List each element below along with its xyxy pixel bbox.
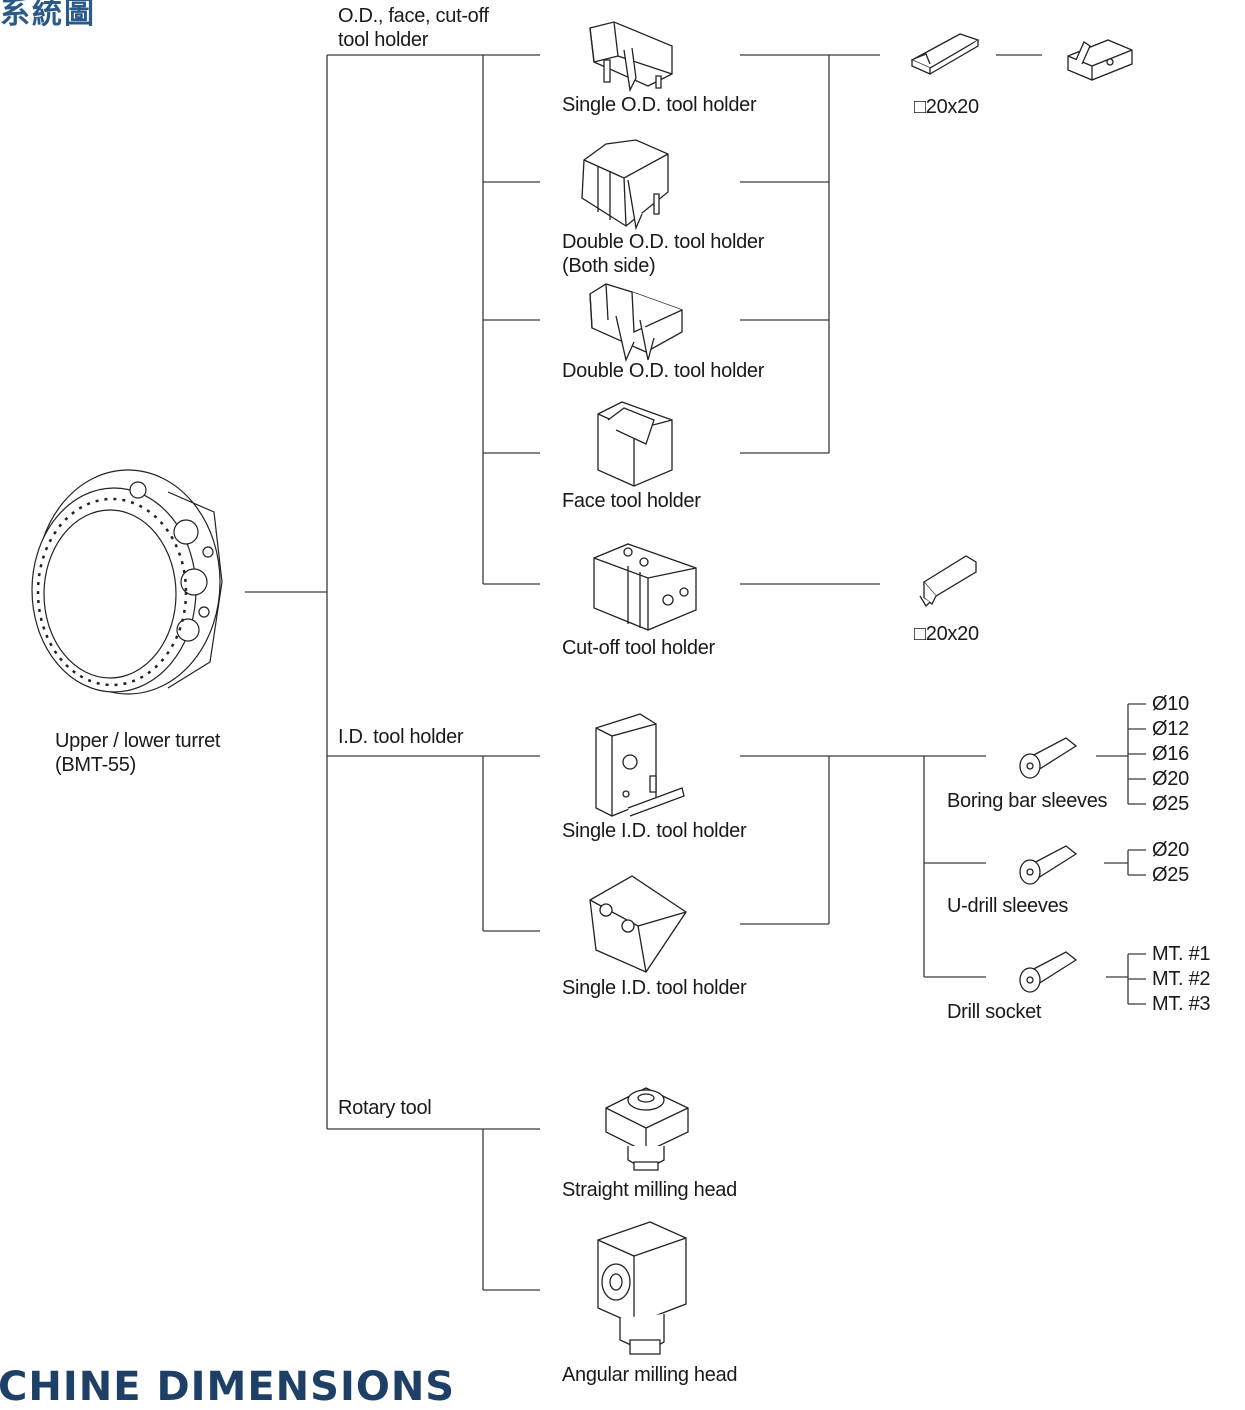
- boring-bar-sleeve-icon: [1014, 732, 1078, 782]
- boring-bar-size: Ø20: [1152, 768, 1189, 790]
- group-od-face-cutoff-label-2: tool holder: [338, 29, 429, 51]
- drill-socket-size: MT. #2: [1152, 968, 1211, 990]
- od-shank-tool-icon: [908, 30, 980, 78]
- straight-milling-head-label: Straight milling head: [562, 1179, 737, 1201]
- u-drill-size: Ø20: [1152, 839, 1189, 861]
- straight-milling-head-icon: [600, 1078, 692, 1172]
- drill-socket-size: MT. #1: [1152, 943, 1211, 965]
- double-od-holder-icon: [586, 280, 686, 362]
- od-shank-size: □20x20: [914, 96, 979, 118]
- single-id-holder-label-2: Single I.D. tool holder: [562, 977, 747, 999]
- drill-socket-icon: [1014, 946, 1078, 996]
- group-id-holder-label: I.D. tool holder: [338, 726, 464, 748]
- single-od-holder-icon: [584, 20, 676, 92]
- drill-socket-size: MT. #3: [1152, 993, 1211, 1015]
- cutoff-holder-label: Cut-off tool holder: [562, 637, 715, 659]
- single-id-holder-label-1: Single I.D. tool holder: [562, 820, 747, 842]
- boring-bar-size: Ø12: [1152, 718, 1189, 740]
- boring-bar-size: Ø16: [1152, 743, 1189, 765]
- u-drill-size: Ø25: [1152, 864, 1189, 886]
- boring-bar-size: Ø25: [1152, 793, 1189, 815]
- group-od-face-cutoff-label-1: O.D., face, cut-off: [338, 5, 489, 27]
- turret-icon: [18, 462, 226, 698]
- single-od-holder-label: Single O.D. tool holder: [562, 94, 757, 116]
- face-holder-icon: [594, 400, 676, 488]
- double-od-both-side-label-2: (Both side): [562, 255, 656, 277]
- cutoff-blade-icon: [914, 552, 980, 608]
- double-od-both-side-holder-icon: [576, 138, 676, 230]
- single-id-holder-icon: [592, 712, 686, 822]
- turret-model: (BMT-55): [55, 754, 136, 776]
- group-rotary-label: Rotary tool: [338, 1097, 432, 1119]
- cutoff-shank-size: □20x20: [914, 623, 979, 645]
- u-drill-sleeves-label: U-drill sleeves: [947, 895, 1069, 917]
- angular-milling-head-label: Angular milling head: [562, 1364, 738, 1386]
- drill-socket-label: Drill socket: [947, 1001, 1042, 1023]
- face-holder-label: Face tool holder: [562, 490, 701, 512]
- corner-title: 系統圖: [0, 0, 96, 31]
- turret-name: Upper / lower turret: [55, 730, 221, 752]
- boring-bar-size: Ø10: [1152, 693, 1189, 715]
- angular-milling-head-icon: [590, 1220, 690, 1358]
- double-od-both-side-label-1: Double O.D. tool holder: [562, 231, 765, 253]
- single-id-holder-angled-icon: [586, 872, 690, 976]
- double-od-holder-label: Double O.D. tool holder: [562, 360, 765, 382]
- od-holder-block-icon: [1064, 36, 1136, 82]
- cutoff-holder-icon: [588, 538, 700, 632]
- boring-bar-sleeves-label: Boring bar sleeves: [947, 790, 1108, 812]
- u-drill-sleeve-icon: [1014, 840, 1078, 890]
